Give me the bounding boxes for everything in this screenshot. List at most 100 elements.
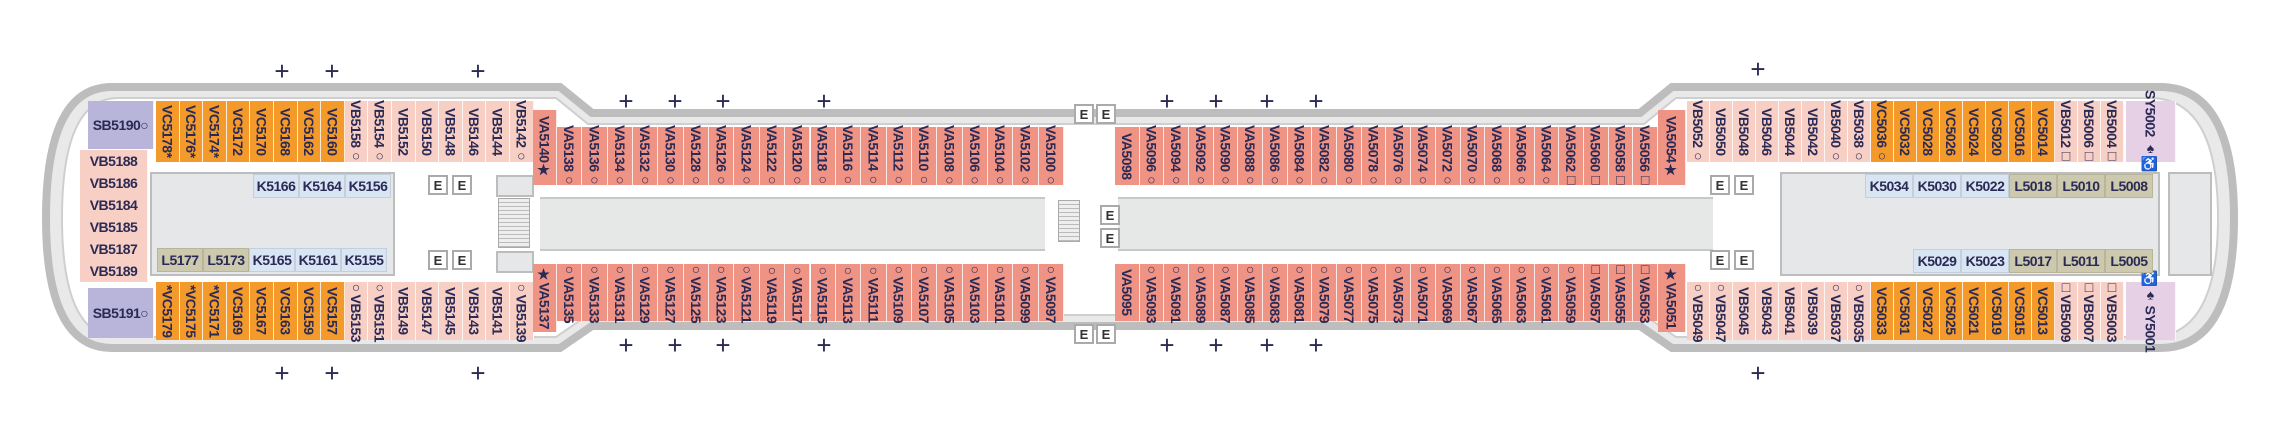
cabin-vb[interactable]: □VB5007 [2078, 279, 2101, 343]
cabin-vb[interactable]: VB5158○ [344, 100, 369, 163]
cabin-vb[interactable]: VB5187 [80, 238, 148, 260]
cabin-va[interactable]: VA5122○ [759, 125, 786, 187]
cabin-va[interactable]: □VA5057 [1583, 261, 1609, 324]
cabin-va[interactable]: VA5095 [1115, 264, 1140, 321]
cabin-vc[interactable]: VC5024 [1963, 101, 1986, 162]
cabin-vb[interactable]: VB5146 [462, 101, 487, 162]
cabin-vc[interactable]: *VC5179 [156, 282, 180, 340]
cabin-vc[interactable]: VC5020 [1986, 101, 2009, 162]
cabin-va[interactable]: ○VA5123 [709, 261, 735, 324]
cabin-va[interactable]: ○VA5135 [557, 261, 583, 324]
cabin-va[interactable]: VA5070○ [1460, 125, 1486, 187]
cabin-vc[interactable]: VC5169 [226, 282, 251, 340]
cabin-vb[interactable]: VB5189 [80, 260, 148, 282]
cabin-va[interactable]: ○VA5093 [1139, 261, 1165, 324]
cabin-va[interactable]: VA5090○ [1213, 125, 1239, 187]
cabin-vb[interactable]: ○VB5151 [368, 279, 392, 343]
cabin-va[interactable]: ○VA5091 [1164, 261, 1190, 324]
cabin-va[interactable]: VA5054★ [1658, 110, 1686, 185]
cabin-vb[interactable]: VB5154○ [368, 100, 392, 163]
cabin-vb[interactable]: VB5150 [415, 101, 440, 162]
cabin-va[interactable]: VA5082○ [1312, 125, 1338, 187]
cabin-k[interactable]: K5166 [253, 174, 299, 198]
cabin-vc[interactable]: VC5157 [321, 282, 345, 340]
cabin-va[interactable]: VA5118○ [810, 125, 836, 187]
cabin-va[interactable]: ○VA5105 [937, 261, 963, 324]
cabin-va[interactable]: VA5060□ [1583, 125, 1609, 187]
cabin-vb[interactable]: VB5048 [1733, 101, 1756, 162]
cabin-vc[interactable]: VC5016 [2009, 101, 2032, 162]
cabin-vc[interactable]: VC5014 [2032, 101, 2055, 162]
cabin-vc[interactable]: VC5178* [156, 101, 180, 162]
cabin-va[interactable]: VA5108○ [937, 125, 963, 187]
cabin-vc[interactable]: VC5168 [274, 101, 298, 162]
cabin-va[interactable]: VA5104○ [987, 125, 1014, 187]
cabin-k[interactable]: K5156 [345, 174, 391, 198]
cabin-va[interactable]: VA5072○ [1435, 125, 1461, 187]
cabin-va[interactable]: ○VA5083 [1263, 261, 1288, 324]
cabin-va[interactable]: VA5100○ [1038, 125, 1064, 187]
cabin-va[interactable]: VA5056□ [1633, 125, 1658, 187]
cabin-vb[interactable]: ○VB5047 [1710, 279, 1733, 343]
cabin-va[interactable]: ○VA5127 [658, 261, 684, 324]
cabin-va[interactable]: ○VA5087 [1213, 261, 1239, 324]
cabin-va[interactable]: ○VA5065 [1485, 261, 1510, 324]
cabin-va[interactable]: ★VA5051 [1658, 264, 1686, 332]
cabin-va[interactable]: ○VA5101 [987, 261, 1014, 324]
cabin-k[interactable]: K5030 [1913, 174, 1961, 198]
cabin-vc[interactable]: VC5172 [226, 101, 251, 162]
cabin-va[interactable]: VA5092○ [1189, 125, 1214, 187]
cabin-l[interactable]: L5177 [157, 248, 203, 272]
cabin-va[interactable]: VA5120○ [785, 125, 811, 187]
cabin-va[interactable]: VA5066○ [1509, 125, 1535, 187]
cabin-va[interactable]: VA5058□ [1608, 125, 1634, 187]
cabin-vc[interactable]: VC5031 [1894, 282, 1917, 340]
cabin-vc[interactable]: VC5163 [274, 282, 298, 340]
cabin-l[interactable]: L5173 [203, 248, 249, 272]
cabin-vb[interactable]: VB5149 [392, 282, 416, 340]
cabin-vc[interactable]: VC5025 [1940, 282, 1963, 340]
cabin-va[interactable]: VA5076○ [1386, 125, 1412, 187]
cabin-vb[interactable]: VB5039 [1802, 282, 1825, 340]
cabin-va[interactable]: VA5098 [1115, 127, 1140, 185]
cabin-va[interactable]: VA5140★ [533, 110, 557, 185]
cabin-va[interactable]: VA5078○ [1361, 125, 1387, 187]
cabin-vb[interactable]: VB5188 [80, 150, 148, 172]
cabin-va[interactable]: VA5086○ [1263, 125, 1288, 187]
cabin-k[interactable]: K5029 [1913, 249, 1961, 273]
cabin-vc[interactable]: VC5160 [321, 101, 345, 162]
cabin-va[interactable]: VA5094○ [1164, 125, 1190, 187]
cabin-va[interactable]: VA5074○ [1411, 125, 1436, 187]
cabin-vb[interactable]: VB5004□ [2101, 100, 2124, 163]
cabin-vc[interactable]: *VC5175 [179, 282, 204, 340]
cabin-k[interactable]: K5034 [1865, 174, 1913, 198]
cabin-vc[interactable]: VC5021 [1963, 282, 1986, 340]
cabin-l[interactable]: L5005 [2105, 249, 2153, 273]
cabin-vb[interactable]: VB5038○ [1848, 100, 1871, 163]
cabin-va[interactable]: VA5134○ [607, 125, 634, 187]
cabin-va[interactable]: ○VA5107 [911, 261, 938, 324]
cabin-va[interactable]: ○VA5081 [1287, 261, 1313, 324]
cabin-va[interactable]: ○VA5121 [734, 261, 760, 324]
cabin-l[interactable]: L5018 [2009, 174, 2057, 198]
cabin-va[interactable]: ○VA5075 [1361, 261, 1387, 324]
cabin-va[interactable]: ○VA5113 [835, 262, 862, 323]
cabin-vc[interactable]: VC5026 [1940, 101, 1963, 162]
cabin-k[interactable]: K5165 [249, 248, 295, 272]
cabin-vb[interactable]: ○VB5035 [1848, 279, 1871, 343]
cabin-va[interactable]: ○VA5117 [785, 262, 811, 323]
cabin-vb[interactable]: □VB5009 [2055, 279, 2078, 343]
cabin-va[interactable]: ○VA5115 [810, 262, 836, 323]
cabin-l[interactable]: L5017 [2009, 249, 2057, 273]
cabin-vc[interactable]: *VC5171 [203, 282, 227, 340]
cabin-vb[interactable]: VB5040○ [1825, 100, 1848, 163]
cabin-vb[interactable]: VB5145 [439, 282, 463, 340]
cabin-vb[interactable]: VB5044 [1779, 101, 1802, 162]
cabin-va[interactable]: ○VA5071 [1411, 261, 1436, 324]
cabin-va[interactable]: ○VA5129 [633, 261, 659, 324]
cabin-vb[interactable]: VB5052○ [1687, 100, 1710, 163]
cabin-vc[interactable]: VC5159 [297, 282, 322, 340]
cabin-va[interactable]: ○VA5133 [582, 261, 608, 324]
cabin-vc[interactable]: VC5013 [2032, 282, 2055, 340]
cabin-va[interactable]: ○VA5061 [1534, 261, 1560, 324]
